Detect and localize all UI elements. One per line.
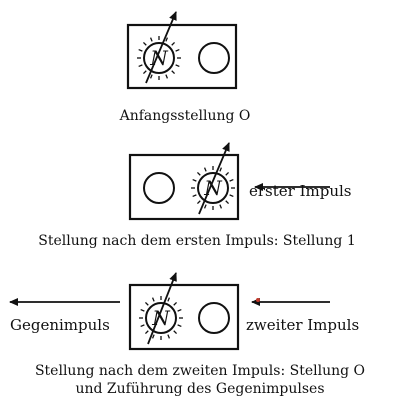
glow-ray: [219, 204, 223, 209]
active-indicator-left: N: [139, 272, 183, 345]
glow-rays-icon: [139, 296, 183, 340]
glow-ray: [171, 41, 176, 46]
stage-2-after-first-pulse: N erster Impuls Stellung nach dem ersten…: [38, 142, 356, 249]
glow-ray: [177, 324, 182, 328]
glow-ray: [219, 167, 223, 172]
glow-ray: [167, 334, 171, 339]
glow-ray: [225, 171, 230, 176]
glow-ray: [171, 70, 176, 75]
relay-housing: [128, 153, 240, 221]
stage-3-caption-line-1: Stellung nach dem zweiten Impuls: Stellu…: [35, 363, 365, 379]
glow-ray: [165, 37, 169, 42]
relay-housing: [128, 283, 240, 351]
glow-ray: [149, 74, 153, 79]
glow-ray: [142, 70, 147, 75]
glow-ray: [175, 64, 180, 68]
first-pulse-label: erster Impuls: [249, 182, 352, 200]
glow-ray: [177, 308, 182, 312]
indicator-ring: [197, 172, 229, 204]
glow-rays-icon: [137, 36, 181, 80]
indicator-ring: [145, 302, 177, 334]
glow-ray: [225, 200, 230, 205]
inactive-indicator-left: [143, 172, 175, 204]
glow-ray: [203, 204, 207, 209]
glow-ray: [167, 297, 171, 302]
second-pulse-label: zweiter Impuls: [246, 316, 359, 334]
glow-ray: [138, 64, 143, 68]
glow-ray: [196, 171, 201, 176]
glow-ray: [229, 178, 234, 182]
glow-ray: [142, 41, 147, 46]
glow-rays-icon: [191, 166, 235, 210]
glow-ray: [203, 167, 207, 172]
relay-housing: [126, 23, 238, 90]
active-indicator-right: N: [191, 142, 235, 215]
inactive-indicator-right: [198, 42, 230, 74]
inactive-indicator-right: [198, 302, 230, 334]
glow-ray: [140, 324, 145, 328]
glow-ray: [144, 330, 149, 335]
glow-ray: [175, 48, 180, 52]
stage-3-caption-line-2: und Zuführung des Gegenimpulses: [75, 381, 324, 397]
needle-arrow: [145, 11, 177, 84]
glow-ray: [149, 37, 153, 42]
glow-ray: [151, 334, 155, 339]
indicator-ring: [143, 42, 175, 74]
glow-ray: [192, 178, 197, 182]
stage-1-initial-position: N Anfangsstellung O: [119, 11, 251, 124]
needle-arrow: [147, 272, 177, 345]
needle-arrow: [198, 142, 230, 215]
glow-ray: [165, 74, 169, 79]
stage-1-caption: Anfangsstellung O: [119, 108, 251, 124]
stage-2-caption: Stellung nach dem ersten Impuls: Stellun…: [38, 233, 356, 249]
glow-ray: [173, 330, 178, 335]
stage-3-after-second-pulse: N Gegenimpuls zweiter Impuls Stellung na…: [9, 272, 365, 397]
glow-ray: [144, 301, 149, 306]
glow-ray: [140, 308, 145, 312]
counter-pulse-label: Gegenimpuls: [10, 316, 110, 334]
glow-ray: [173, 301, 178, 306]
glow-ray: [138, 48, 143, 52]
accent-mark: [256, 298, 260, 302]
glow-ray: [196, 200, 201, 205]
glow-ray: [151, 297, 155, 302]
glow-ray: [229, 194, 234, 198]
active-indicator-left: N: [137, 11, 181, 84]
glow-ray: [192, 194, 197, 198]
